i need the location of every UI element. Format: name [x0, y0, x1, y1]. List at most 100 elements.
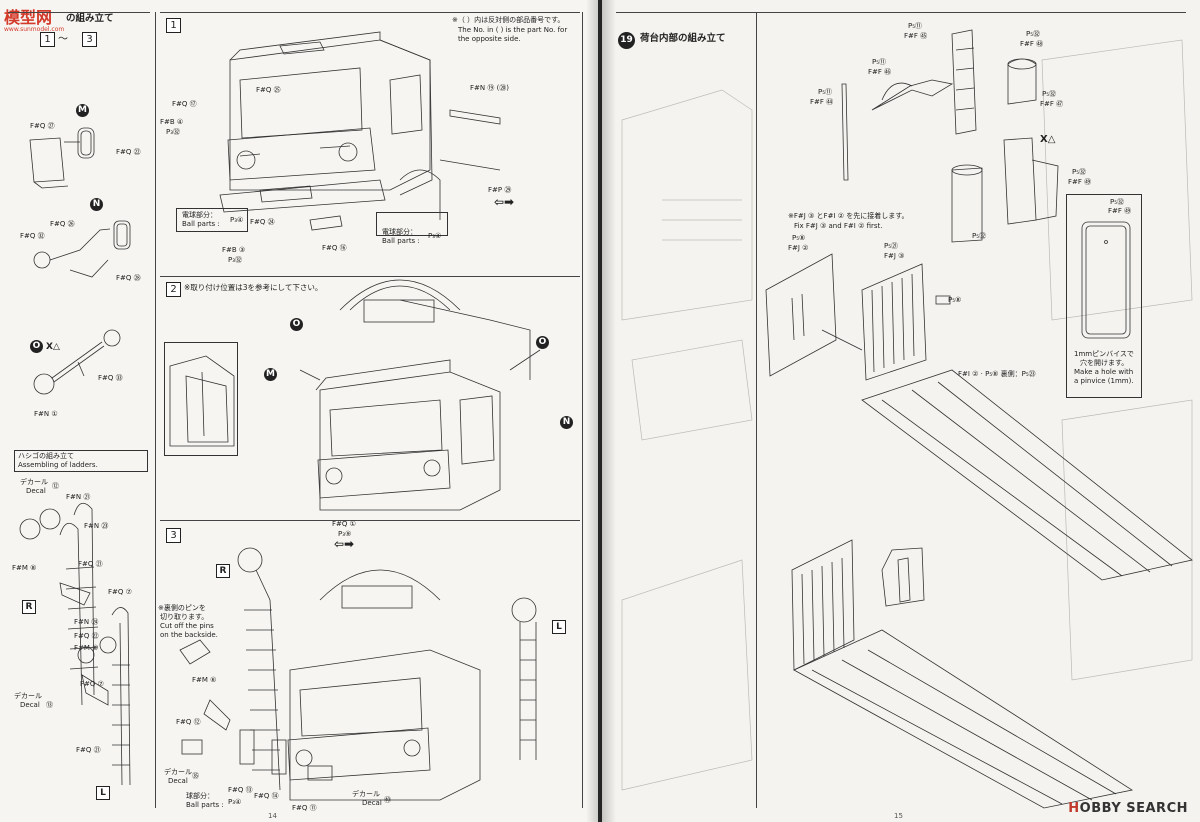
label-fq14: F#Q ⑭ [254, 792, 279, 800]
book-gutter [586, 0, 616, 822]
marker-r-side: R [22, 600, 36, 614]
side-step-start: 1 [40, 32, 55, 47]
assembled-floor-drawing [791, 539, 1134, 809]
left-page: 模型网 www.sunmodel.com の組み立て 1 〜 3 M F#Q ㉗… [0, 0, 598, 822]
label-fm67: F#M ⑥ [192, 676, 217, 684]
step3-number: 3 [166, 528, 181, 543]
step3-decal-en: Decal [168, 777, 188, 785]
hole-note-jp2: 穴を開けます。 [1080, 359, 1129, 367]
step3-decal2-en: Decal [362, 799, 382, 807]
step19-title: 荷台内部の組み立て [640, 33, 726, 44]
label-p11a: P₅⑪ [908, 22, 923, 30]
label-fq16: F#Q ⑯ [322, 244, 347, 252]
label-ff45: F#F ㊺ [904, 32, 928, 40]
bulb-left-en: Ball parts : [182, 220, 220, 228]
watermark-subtext: www.sunmodel.com [4, 26, 65, 33]
bulb-left-jp: 電球部分： [182, 211, 217, 219]
mirror-o-drawing [33, 329, 121, 395]
label-p4b: P₃④ [428, 232, 442, 240]
label-fm8a: F#M ⑧ [12, 564, 37, 572]
label-fq22b: F#Q ㉒ [74, 632, 99, 640]
label-fn21: F#N ㉑ [66, 493, 91, 501]
bulb-left-box [176, 208, 248, 232]
label-ff49: F#F ㊾ [1068, 178, 1092, 186]
step3-marker-l: L [552, 620, 566, 634]
label-fq22: F#Q ㉒ [116, 148, 141, 156]
label-p82d: P₅㉜ [972, 232, 987, 240]
label-fn23: F#N ㉓ [84, 522, 109, 530]
label-fi2: F#I ② · P₅⑧ 裏側：P₅㉓ [958, 370, 1036, 378]
step1-cab-drawing [219, 31, 501, 231]
step2-cab-drawing [299, 279, 541, 511]
step1-note-jp: ※（ ）内は反対側の部品番号です。 [452, 16, 565, 24]
label-fb3: F#B ③ [222, 246, 246, 254]
bulb-right-box [376, 212, 448, 236]
label-ff47: F#F ㊼ [1040, 100, 1064, 108]
label-fq21b: F#Q ㉑ [76, 746, 101, 754]
label-x2: X△ [46, 342, 60, 352]
step3-note-jp2: 切り取ります。 [160, 613, 209, 621]
step2-marker-o2: O [536, 336, 549, 349]
step3-decal2-jp: デカール [352, 790, 380, 798]
fj-note-en: Fix F#J ③ and F#I ② first. [794, 222, 883, 230]
watermark-text: 模型网 [4, 8, 53, 27]
right-edge-rule [582, 12, 583, 808]
label-p9: P₃⑨ [338, 530, 352, 538]
label-fq26: F#Q ㉖ [50, 220, 75, 228]
label-fq32: F#Q ㉜ [20, 232, 45, 240]
label-p11b: P₅⑪ [872, 58, 887, 66]
label-fq12: F#Q ⑫ [176, 718, 201, 726]
ladder-title-box [14, 450, 148, 472]
arrow-both-1: ⇦➡ [494, 195, 515, 209]
step2-detail-box [164, 342, 238, 456]
step3-decal-num: ㉟ [192, 772, 199, 780]
label-fn1: F#N ① [34, 410, 58, 418]
label-p8: P₅⑧ [792, 234, 806, 242]
label-p21: P₅㉑ [884, 242, 899, 250]
label-fq25: F#Q ㉕ [256, 86, 281, 94]
side-top-rule [8, 12, 150, 13]
hole-panel-drawing [1081, 221, 1131, 339]
label-p82a: P₅㉜ [1026, 30, 1041, 38]
floor-panel-drawing [765, 253, 1193, 581]
marker-m: M [76, 104, 89, 117]
watermark-logo: 模型网 www.sunmodel.com [4, 4, 64, 33]
step3-note-en2: on the backside. [160, 631, 218, 639]
label-fb4: F#B ④ [160, 118, 184, 126]
step3-bulb-en: Ball parts : [186, 801, 224, 809]
label-fq28: F#Q ㉘ [116, 274, 141, 282]
bleedthrough-drawing [621, 39, 1193, 791]
step3-bulb-jp: 球部分： [186, 792, 214, 800]
label-p4c: P₃④ [228, 798, 242, 806]
step3-marker-r: R [216, 564, 230, 578]
label-p11c: P₅⑪ [818, 88, 833, 96]
step2-bottom-rule [160, 520, 580, 521]
label-p8b: P₅⑧ [948, 296, 962, 304]
label-fj3: F#J ③ [884, 252, 905, 260]
label-ff48: F#F ㊽ [1020, 40, 1044, 48]
column-divider [155, 12, 156, 808]
step2-number: 2 [166, 282, 181, 297]
label-fq17: F#Q ⑰ [172, 100, 197, 108]
label-fq7b: F#Q ⑦ [80, 680, 104, 688]
ladder-decal-en: Decal [26, 487, 46, 495]
right-top-rule [616, 12, 1186, 13]
step3-cab-drawing [179, 547, 537, 801]
step2-marker-o1: O [290, 318, 303, 331]
label-x2-right: X△ [1040, 134, 1056, 145]
label-fq11: F#Q ⑪ [292, 804, 317, 812]
label-p82e: P₅㉜ [1110, 198, 1125, 206]
label-fq33: F#Q ㉝ [98, 374, 123, 382]
hobbysearch-logo: HOBBY SEARCH [1068, 801, 1188, 816]
ladder-decal2-jp: デカール [14, 692, 42, 700]
main-top-rule [160, 12, 580, 13]
label-fq13: F#Q ⑬ [228, 786, 253, 794]
step3-note-jp1: ※裏側のピンを [158, 604, 206, 612]
side-step-end: 3 [82, 32, 97, 47]
hole-note-jp1: 1mmピンバイスで [1074, 350, 1134, 358]
ladder-title-jp: ハシゴの組み立て [18, 452, 74, 460]
mirror-n-drawing [33, 220, 131, 278]
marker-l-side: L [96, 786, 110, 800]
label-fq21a: F#Q ㉑ [78, 560, 103, 568]
step1-note-en2: the opposite side. [458, 35, 521, 43]
